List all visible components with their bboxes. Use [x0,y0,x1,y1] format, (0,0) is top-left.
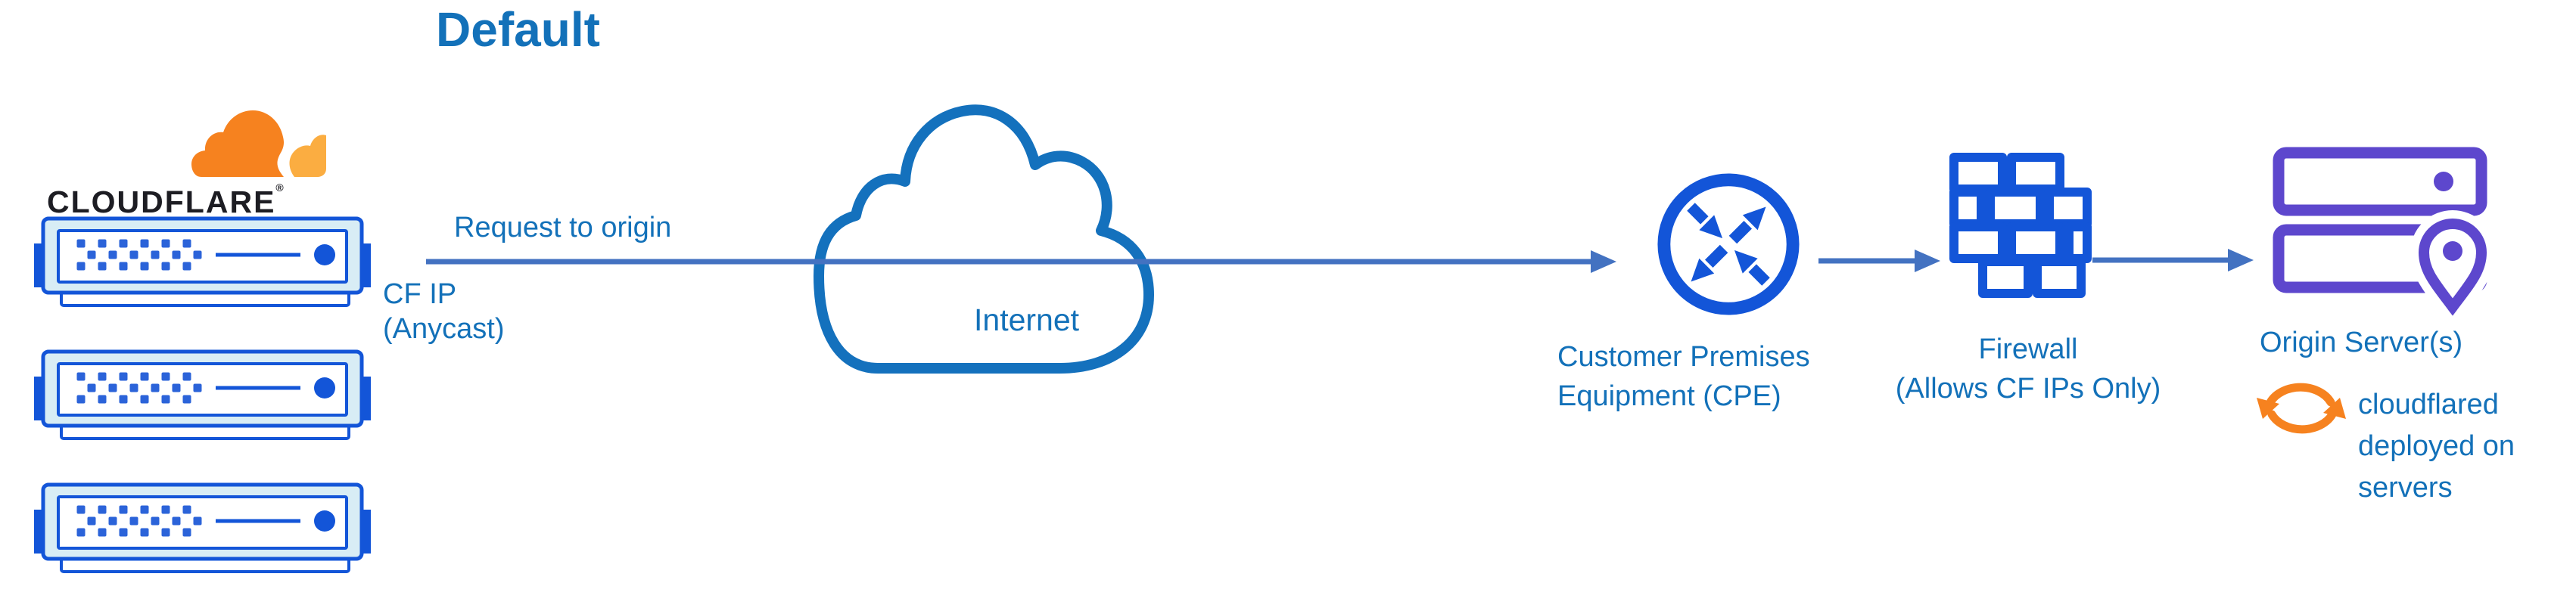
arrow-request-to-cpe [426,250,1616,273]
server-vent-dots [76,372,202,404]
origin-servers-icon [2273,147,2492,319]
cpe-router-icon [1657,173,1800,315]
diagram-title: Default [436,2,600,57]
internet-cloud-icon [814,104,1154,374]
origin-servers-label: Origin Server(s) [2260,327,2463,358]
server-vent-dots [76,239,202,271]
cpe-label: Customer Premises Equipment (CPE) [1557,341,1810,412]
location-pin-icon [2418,219,2487,316]
internet-label: Internet [974,302,1080,337]
cf-ip-anycast-label: CF IP (Anycast) [383,278,505,345]
server-led [314,377,335,398]
server-led [314,244,335,265]
cloudflared-label: cloudflared deployed on servers [2358,389,2515,504]
firewall-label: Firewall (Allows CF IPs Only) [1895,333,2161,405]
server-vent-dots [76,505,202,537]
arrow-firewall-to-origin [2092,249,2254,271]
cloudflare-wordmark: CLOUDFLARE® [47,181,284,219]
server-led [314,510,335,532]
arrow-cpe-to-firewall [1818,250,1940,272]
cloudflare-logo-cloud-icon [191,110,326,177]
cloudflare-edge-server-icon [34,349,371,440]
cloudflare-edge-server-icon [34,216,371,307]
request-to-origin-label: Request to origin [454,212,672,243]
cloudflare-edge-server-icon [34,482,371,573]
registered-mark: ® [275,181,284,194]
cloudflared-sync-icon [2257,383,2346,434]
firewall-icon [1949,153,2092,298]
